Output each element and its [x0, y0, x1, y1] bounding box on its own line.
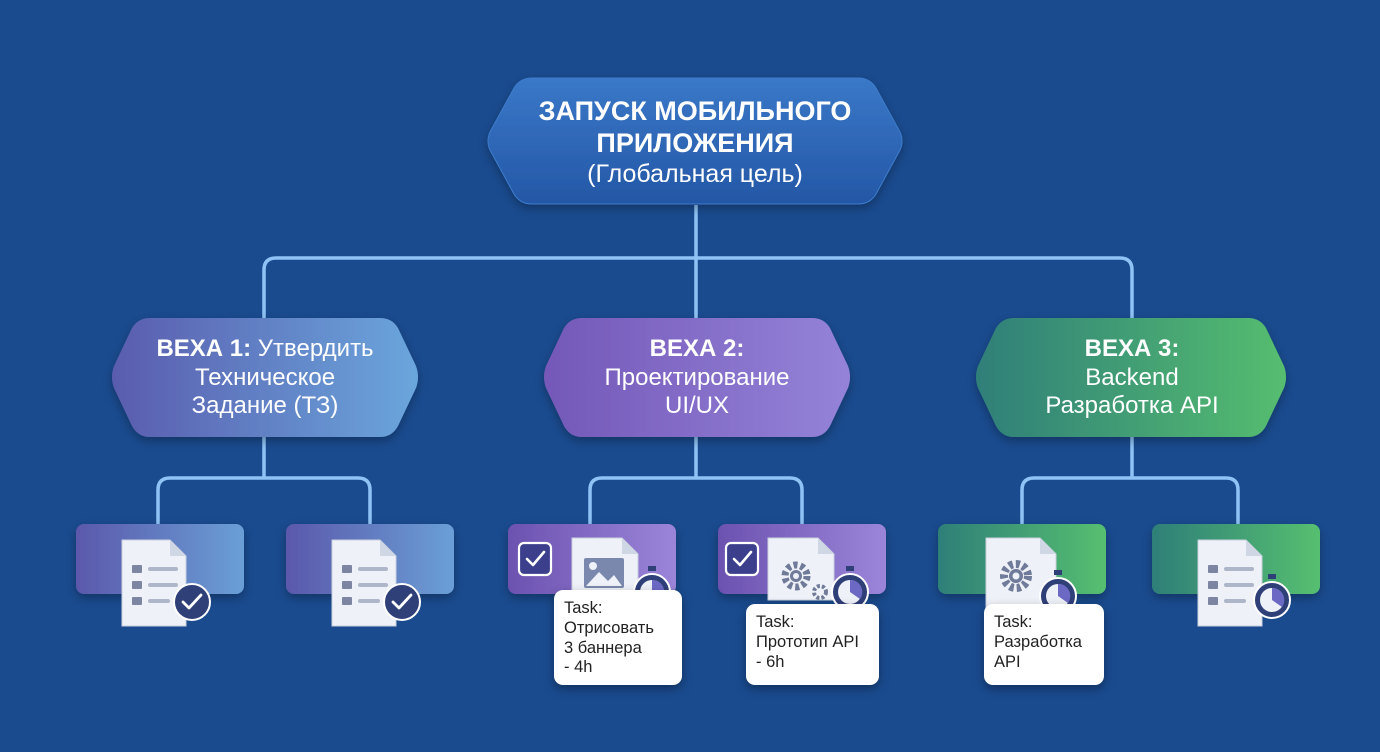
- root-goal-label: ЗАПУСК МОБИЛЬНОГО ПРИЛОЖЕНИЯ (Глобальная…: [500, 86, 890, 198]
- milestone-2-prefix: ВЕХА 2:: [649, 334, 745, 362]
- checkbox-checked-icon: [724, 541, 760, 577]
- gear-document-icon: [767, 537, 835, 601]
- milestone-2-line-3: UI/UX: [664, 392, 729, 420]
- root-title-line-1: ЗАПУСК МОБИЛЬНОГО: [538, 95, 852, 126]
- root-title-line-2: ПРИЛОЖЕНИЯ: [596, 128, 794, 158]
- connector-lines: [156, 205, 1240, 524]
- milestone-1-line-2: Техническое: [194, 363, 336, 391]
- milestone-2-label: ВЕХА 2: Проектирование UI/UX: [557, 322, 837, 434]
- milestone-1-label: ВЕХА 1: Утвердить Техническое Задание (Т…: [125, 322, 405, 434]
- root-goal-node: [487, 77, 903, 205]
- task-card-line: Task:: [756, 613, 795, 631]
- milestone-1-line-1-rest: Утвердить: [251, 334, 374, 362]
- milestone-1-line-1: ВЕХА 1: Утвердить: [156, 335, 373, 364]
- task-card-line: Прототип API: [756, 632, 859, 651]
- milestone-1-line-3: Задание (ТЗ): [191, 392, 339, 420]
- checkbox-checked-icon: [517, 541, 553, 577]
- task-card-line: - 4h: [564, 658, 593, 677]
- task-card-line: Task:: [994, 613, 1033, 631]
- task-card-line: Task:: [564, 599, 603, 617]
- task-card-api-prototype: Task: Прототип API - 6h: [746, 604, 879, 685]
- document-checklist-icon: [1197, 539, 1263, 627]
- task-card-line: 3 баннера: [564, 638, 642, 657]
- connector-milestone-3-tasks: [1020, 437, 1240, 524]
- milestone-2-line-1: ВЕХА 2:: [650, 335, 745, 364]
- task-card-line: - 6h: [756, 652, 785, 671]
- milestone-3-line-3: Разработка API: [1045, 392, 1219, 420]
- milestone-3-label: ВЕХА 3: Backend Разработка API: [991, 322, 1273, 434]
- task-card-line: Отрисовать: [564, 618, 654, 637]
- connector-root-bar: [262, 256, 1134, 318]
- task-card-api-development: Task: Разработка API: [984, 604, 1104, 685]
- connector-milestone-1-tasks: [156, 437, 372, 524]
- stopwatch-icon: [831, 566, 869, 611]
- milestone-1-prefix: ВЕХА 1:: [156, 334, 252, 362]
- root-subtitle: (Глобальная цель): [587, 160, 803, 189]
- milestone-3-prefix: ВЕХА 3:: [1084, 334, 1180, 362]
- image-document-icon: [571, 537, 639, 601]
- milestone-3-node: [976, 318, 1286, 437]
- task-card-banners: Task: Отрисовать 3 баннера - 4h: [554, 590, 682, 685]
- milestone-1-node: [112, 318, 418, 437]
- document-checklist-icon: [121, 539, 187, 627]
- check-circle-icon: [383, 583, 421, 621]
- milestone-3-line-1: ВЕХА 3:: [1085, 335, 1180, 364]
- document-checklist-icon: [331, 539, 397, 627]
- stopwatch-icon: [1253, 574, 1291, 619]
- gear-document-icon: [985, 537, 1057, 613]
- milestone-2-node: [544, 318, 850, 437]
- milestone-2-line-2: Проектирование: [604, 363, 790, 391]
- task-card-line: API: [994, 652, 1021, 671]
- check-circle-icon: [173, 583, 211, 621]
- task-card-line: Разработка: [994, 632, 1082, 651]
- connector-milestone-2-tasks: [588, 437, 804, 524]
- milestone-3-line-2: Backend: [1085, 363, 1179, 391]
